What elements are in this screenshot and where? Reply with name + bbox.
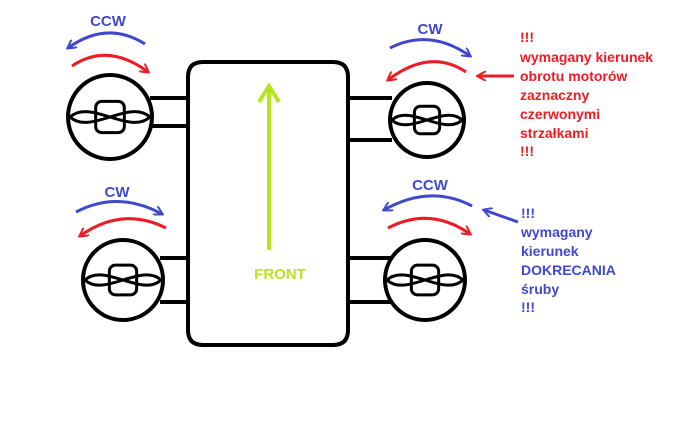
motor-mount bbox=[94, 99, 126, 135]
motors bbox=[66, 73, 467, 322]
motor-mount bbox=[107, 263, 139, 297]
frame-body bbox=[150, 60, 392, 347]
red-note-line: obrotu motorów bbox=[520, 68, 627, 84]
motor-front-right bbox=[388, 81, 466, 159]
rotor-label-rear-left: CW bbox=[105, 184, 131, 201]
front-arrow bbox=[257, 82, 281, 250]
rr-blue-arrow bbox=[384, 194, 473, 210]
propeller bbox=[67, 110, 153, 124]
red-note-line: zaznaczny bbox=[520, 87, 589, 103]
red-note: !!! wymagany kierunek obrotu motorów zaz… bbox=[519, 29, 653, 159]
propeller bbox=[82, 273, 164, 287]
propeller bbox=[389, 113, 465, 127]
rotation-arrows bbox=[68, 31, 473, 236]
motor-rear-left bbox=[81, 238, 165, 322]
motor-mount bbox=[409, 263, 441, 297]
blue-note-line: wymagany bbox=[520, 224, 593, 240]
rotor-label-rear-right: CCW bbox=[412, 177, 449, 194]
fr-red-arrow bbox=[388, 60, 467, 80]
fr-blue-arrow bbox=[389, 38, 470, 56]
fl-blue-arrow bbox=[68, 31, 146, 48]
blue-note: !!! wymagany kierunek DOKRECANIA śruby !… bbox=[520, 205, 616, 315]
propeller bbox=[384, 273, 466, 287]
motor-rear-right bbox=[383, 238, 467, 322]
red-note-line: wymagany kierunek bbox=[519, 49, 653, 65]
rr-red-arrow bbox=[387, 216, 470, 234]
fl-red-arrow bbox=[71, 53, 148, 72]
blue-note-line: !!! bbox=[521, 205, 535, 221]
motor-mount bbox=[412, 104, 442, 136]
rotor-label-front-left: CCW bbox=[90, 13, 127, 30]
red-note-line: !!! bbox=[520, 29, 534, 45]
rl-red-arrow bbox=[80, 217, 167, 236]
red-note-line: czerwonymi bbox=[520, 106, 600, 122]
blue-note-line: kierunek bbox=[521, 243, 579, 259]
blue-note-line: !!! bbox=[521, 299, 535, 315]
rl-blue-arrow bbox=[75, 200, 162, 214]
motor-front-left bbox=[66, 73, 154, 161]
front-label: FRONT bbox=[254, 266, 306, 283]
blue-note-line: śruby bbox=[521, 281, 559, 297]
blue-note-line: DOKRECANIA bbox=[521, 262, 616, 278]
red-note-line: strzałkami bbox=[520, 125, 588, 141]
red-note-line: !!! bbox=[520, 143, 534, 159]
blue-note-pointer bbox=[484, 210, 519, 224]
rotor-label-front-right: CW bbox=[418, 21, 444, 38]
frame-outline bbox=[186, 60, 350, 347]
